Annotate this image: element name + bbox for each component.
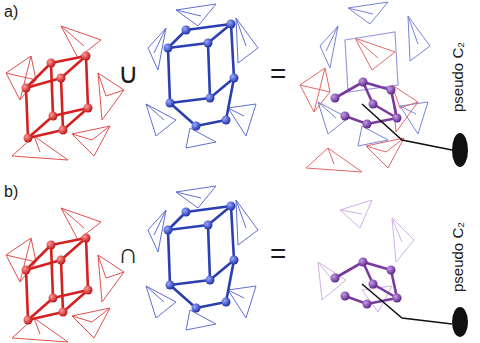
symmetry-axis-label: pseudo C₂ bbox=[450, 222, 465, 292]
intersection-symbol: ∩ bbox=[118, 240, 138, 268]
panel-label: b) bbox=[4, 184, 18, 200]
panel-label: a) bbox=[4, 4, 18, 20]
symmetry-axis-label: pseudo C₂ bbox=[450, 42, 465, 112]
union-symbol: ∪ bbox=[118, 60, 139, 88]
equals-symbol: = bbox=[270, 60, 286, 88]
equals-symbol: = bbox=[270, 240, 286, 268]
